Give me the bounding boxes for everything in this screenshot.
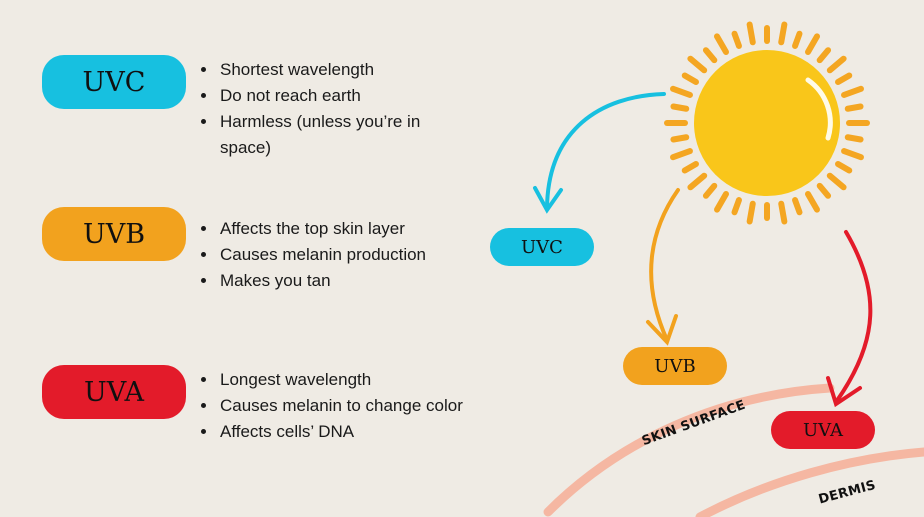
sun-ray xyxy=(841,85,864,98)
uvb-facts-list: Affects the top skin layer Causes melani… xyxy=(200,216,468,294)
list-item: Affects cells’ DNA xyxy=(218,419,518,445)
skin-surface-line xyxy=(543,383,835,517)
sun-ray xyxy=(702,47,718,64)
sun-ray xyxy=(844,134,864,143)
sun-ray xyxy=(731,30,742,49)
sun-ray xyxy=(687,172,708,191)
sun-ray xyxy=(826,55,847,74)
sun-ray xyxy=(778,21,788,46)
list-item: Harmless (unless you’re in space) xyxy=(218,109,468,161)
list-item: Longest wavelength xyxy=(218,367,518,393)
uva-diagram-badge: UVA xyxy=(771,411,875,449)
uvb-diagram-badge: UVB xyxy=(623,347,727,385)
sun-ray xyxy=(687,55,708,74)
uvc-arrow xyxy=(533,92,666,214)
sun-ray xyxy=(681,161,699,174)
sun-ray xyxy=(714,191,729,213)
uvb-arrow xyxy=(646,188,680,346)
sun-ray xyxy=(746,200,756,225)
sun-ray xyxy=(805,191,820,213)
sun-ray xyxy=(670,103,690,112)
uva-legend-badge: UVA xyxy=(42,365,186,419)
uvc-legend-badge: UVC xyxy=(42,55,186,109)
sun-ray xyxy=(670,85,693,98)
sun-ray xyxy=(670,148,693,161)
sun-ray xyxy=(681,72,699,85)
sun-ray xyxy=(670,134,690,143)
sun-ray xyxy=(778,200,788,225)
dermis-line xyxy=(695,447,924,517)
sun-ray xyxy=(835,161,853,174)
uvb-legend-badge: UVB xyxy=(42,207,186,261)
sun-ray xyxy=(805,33,820,55)
list-item: Shortest wavelength xyxy=(218,57,468,83)
list-item: Do not reach earth xyxy=(218,83,468,109)
uvc-facts-list: Shortest wavelength Do not reach earth H… xyxy=(200,57,468,161)
sun-ray xyxy=(731,197,742,216)
sun-ray xyxy=(816,47,832,64)
sun-ray xyxy=(792,30,803,49)
sun-ray xyxy=(844,103,864,112)
list-item: Makes you tan xyxy=(218,268,468,294)
sun-ray xyxy=(841,148,864,161)
uva-arrow xyxy=(826,230,873,408)
uvc-diagram-badge: UVC xyxy=(490,228,594,266)
sun-ray xyxy=(816,182,832,199)
sun-ray xyxy=(702,182,718,199)
sun-ray xyxy=(792,197,803,216)
sun-ray xyxy=(714,33,729,55)
list-item: Causes melanin production xyxy=(218,242,468,268)
uva-facts-list: Longest wavelength Causes melanin to cha… xyxy=(200,367,518,445)
sun-ray xyxy=(835,72,853,85)
sun-icon xyxy=(664,21,870,225)
sun-ray xyxy=(746,21,756,46)
sun-ray xyxy=(826,172,847,191)
list-item: Affects the top skin layer xyxy=(218,216,468,242)
list-item: Causes melanin to change color xyxy=(218,393,518,419)
